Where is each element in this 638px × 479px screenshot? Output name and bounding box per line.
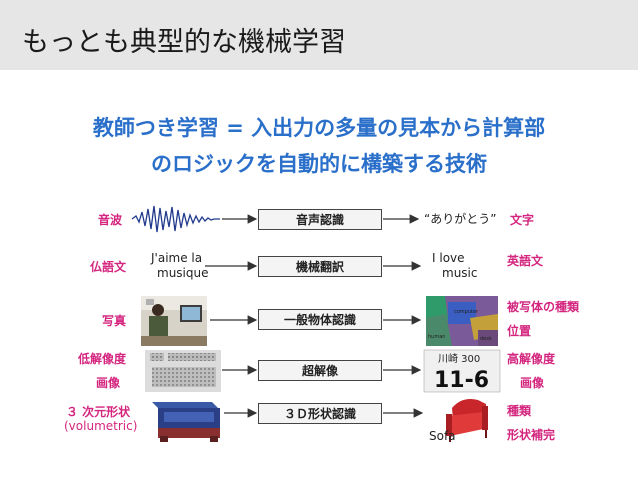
input-text-french-1: J'aime la: [151, 251, 203, 265]
lowres-plate-icon: [145, 350, 221, 392]
output-label-english: 英語文: [507, 254, 544, 268]
output-label-position: 位置: [507, 324, 532, 338]
output-label-text: 文字: [510, 213, 535, 227]
input-label-photo: 写真: [102, 314, 127, 328]
subtitle-line-1: 教師つき学習 = 入出力の多量の見本から計算部: [92, 116, 546, 140]
input-label-3d-shape: ３ 次元形状: [66, 405, 131, 419]
seg-label-computer: computer: [454, 309, 479, 315]
voxel-shape-icon: [152, 402, 220, 442]
input-text-french-2: musique: [157, 266, 209, 280]
seg-label-human: human: [428, 334, 445, 340]
segmentation-map-icon: computer human desk: [426, 296, 498, 346]
input-label-lowres: 低解像度: [78, 352, 127, 366]
output-text-english-2: music: [442, 266, 478, 280]
input-label-image: 画像: [96, 376, 121, 390]
photo-person-icon: [141, 296, 207, 346]
output-label-shape-completion: 形状補完: [507, 428, 556, 442]
output-label-image: 画像: [520, 376, 545, 390]
input-label-sound-wave: 音波: [98, 213, 123, 227]
seg-label-desk: desk: [480, 336, 492, 342]
process-3d-shape-recognition: ３Ｄ形状認識: [258, 403, 382, 424]
process-machine-translation: 機械翻訳: [258, 256, 382, 277]
output-label-highres: 高解像度: [507, 352, 556, 366]
input-label-volumetric: (volumetric): [64, 419, 138, 433]
output-label-object-type: 被写体の種類: [507, 300, 580, 314]
plate-bottom-text: 11-6: [434, 368, 489, 393]
sound-wave-icon: [131, 205, 220, 233]
output-label-category: 種類: [507, 404, 532, 418]
header-bar: もっとも典型的な機械学習: [0, 0, 638, 70]
output-text-sofa: Sofa: [429, 429, 456, 443]
subtitle-line-2: のロジックを自動的に構築する技術: [151, 152, 487, 176]
plate-top-text: 川崎 300: [438, 352, 480, 365]
process-object-recognition: 一般物体認識: [258, 309, 382, 330]
process-speech-recognition: 音声認識: [258, 209, 382, 230]
output-text-english-1: I love: [432, 251, 465, 265]
sofa-icon: [446, 399, 488, 442]
page-title: もっとも典型的な機械学習: [22, 27, 346, 58]
highres-plate-icon: 川崎 300 11-6: [423, 349, 501, 393]
process-super-resolution: 超解像: [258, 360, 382, 381]
input-label-french: 仏語文: [90, 260, 127, 274]
output-text-arigatou: “ありがとう”: [424, 212, 497, 226]
